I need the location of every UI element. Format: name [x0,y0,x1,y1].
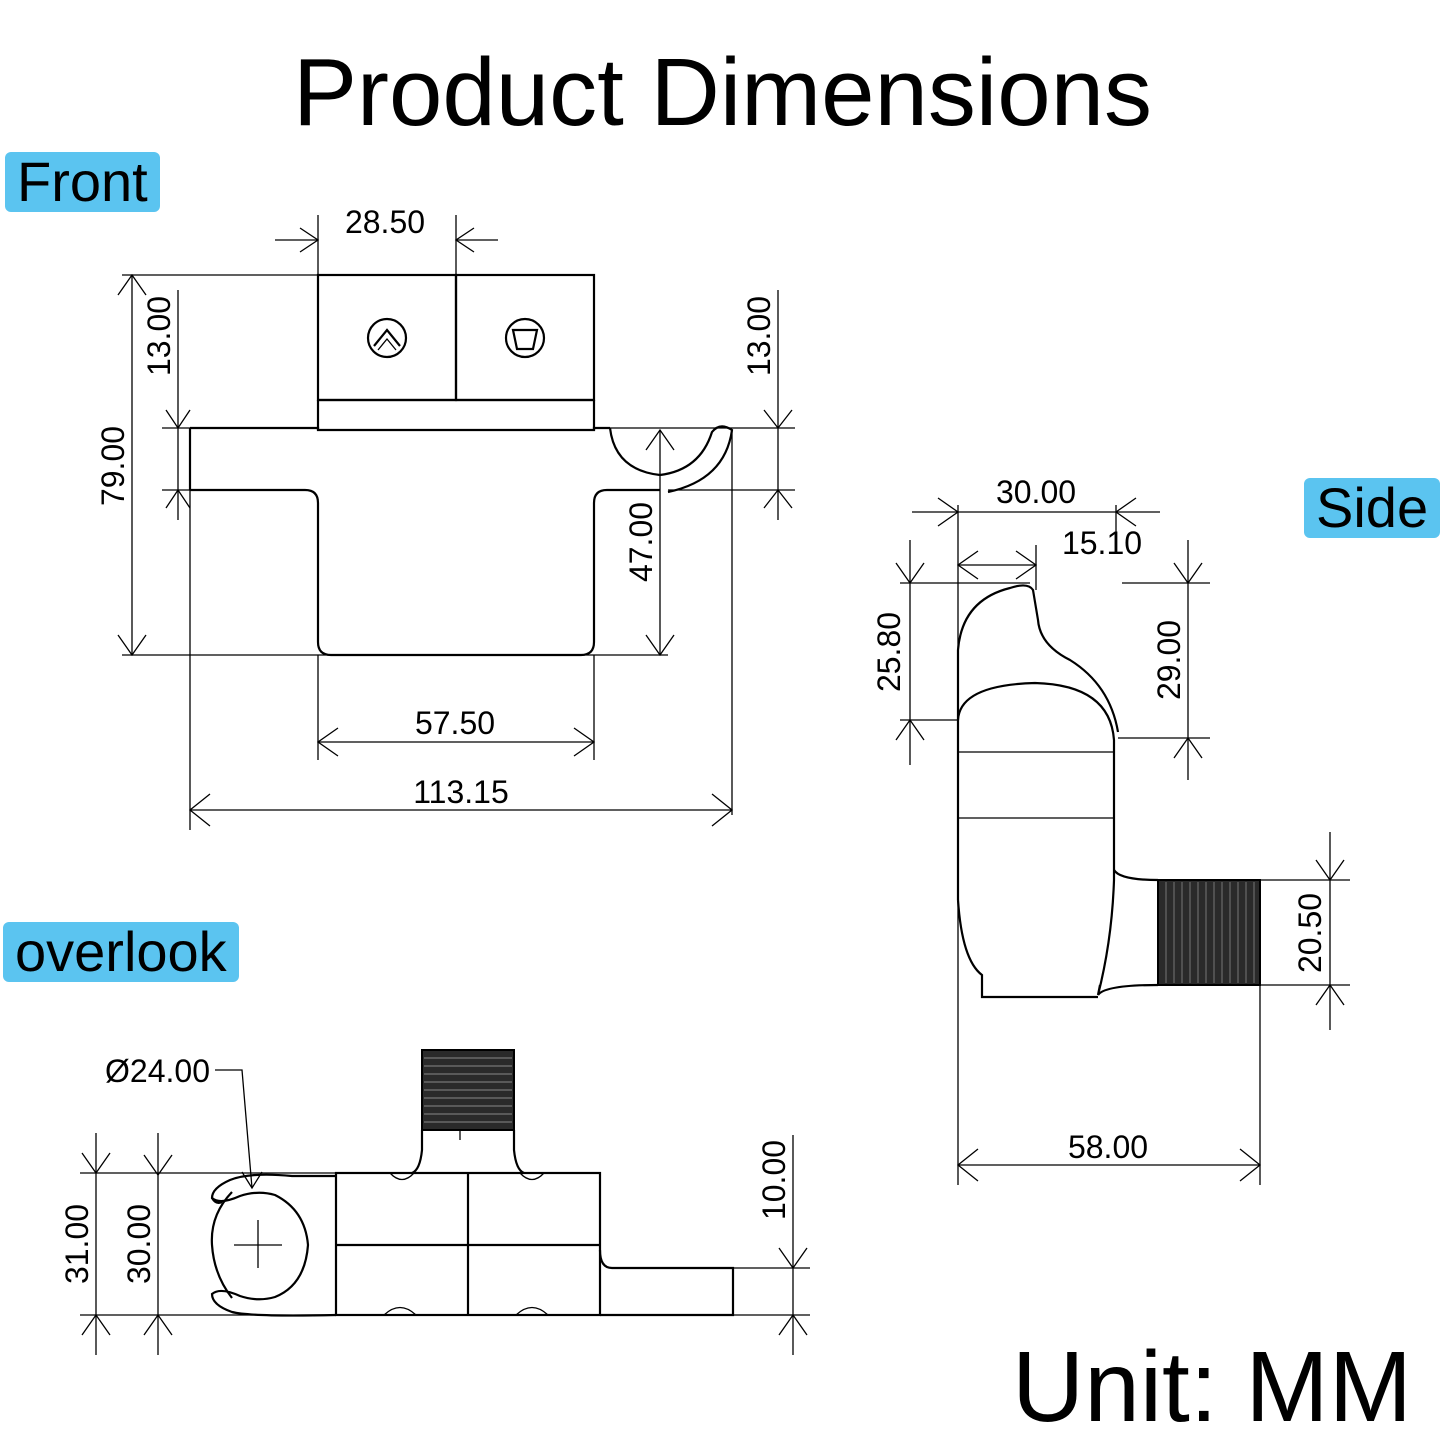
arrow-up-icon [366,317,408,359]
dim-front-right-top: 13.00 [741,296,777,376]
dim-side-left-height: 25.80 [871,612,907,692]
overlook-view-drawing [80,1049,810,1355]
overlook-view-label: overlook [3,922,239,982]
front-view-drawing [117,215,795,830]
front-view-label: Front [5,152,160,212]
dim-side-length: 58.00 [1068,1129,1148,1165]
dim-overlook-h31: 31.00 [59,1204,95,1284]
dim-front-hook: 47.00 [623,502,659,582]
dim-front-top-width: 28.50 [345,204,425,240]
dim-side-width: 30.00 [996,474,1076,510]
dim-front-height: 79.00 [95,426,131,506]
dim-side-thread: 20.50 [1292,893,1328,973]
dim-overlook-h30: 30.00 [121,1204,157,1284]
dim-side-offset: 15.10 [1062,525,1142,561]
cup-icon [504,317,546,359]
dim-front-total-width: 113.15 [413,774,509,810]
dim-front-inner-width: 57.50 [415,705,495,741]
dim-side-right-height: 29.00 [1151,620,1187,700]
dim-overlook-h10: 10.00 [756,1140,792,1220]
side-view-label: Side [1304,478,1441,538]
side-view-drawing [895,497,1350,1185]
dim-overlook-diameter: Ø24.00 [105,1053,210,1089]
page-title: Product Dimensions [292,39,1153,146]
dim-front-left-top: 13.00 [141,296,177,376]
unit-label: Unit: MM [1012,1331,1412,1443]
